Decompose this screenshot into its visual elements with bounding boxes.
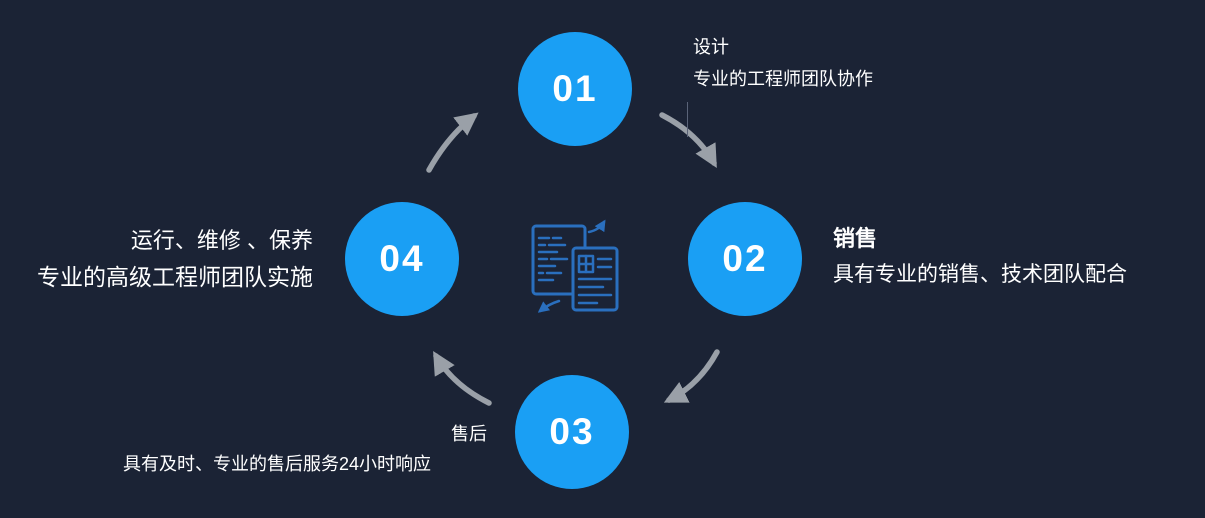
arrow-step4-to-step1 [426,112,479,173]
step3-desc: 具有及时、专业的售后服务24小时响应 [123,454,432,474]
step1-number: 01 [552,68,598,109]
step3-circle: 03 [515,375,629,489]
step2-label: 销售 具有专业的销售、技术团队配合 [833,226,1127,286]
arrow-step2-to-step3 [663,349,720,403]
step2-number: 02 [722,238,768,279]
step2-desc: 具有专业的销售、技术团队配合 [833,263,1127,286]
step1-desc: 专业的工程师团队协作 [693,69,873,89]
arrow-step3-to-step4 [433,351,492,406]
step3-title: 售后 [451,424,487,444]
step4-label: 运行、维修 、保养 专业的高级工程师团队实施 [5,230,313,289]
step1-circle: 01 [518,32,632,146]
step1-pointer-line [687,102,688,137]
step3-number: 03 [549,411,595,452]
step2-circle: 02 [688,202,802,316]
step4-desc: 专业的高级工程师团队实施 [37,264,313,290]
step1-label: 设计 专业的工程师团队协作 [693,38,873,88]
code-document-transfer-icon [527,212,624,317]
arrow-step1-to-step2 [659,112,717,169]
step2-title: 销售 [833,226,878,251]
step4-title: 运行、维修 、保养 [130,228,313,253]
step4-number: 04 [379,238,425,279]
step1-title: 设计 [693,37,729,57]
step4-circle: 04 [345,202,459,316]
